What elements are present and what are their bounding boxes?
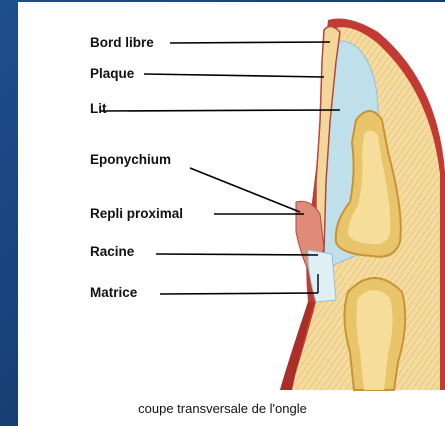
leader-plaque bbox=[144, 74, 324, 77]
leader-bord-libre bbox=[170, 42, 330, 43]
leader-racine bbox=[156, 254, 318, 255]
label-eponychium: Eponychium bbox=[90, 152, 171, 168]
label-lit: Lit bbox=[90, 101, 107, 117]
leader-lit bbox=[100, 110, 340, 111]
label-plaque: Plaque bbox=[90, 66, 134, 82]
diagram-caption: coupe transversale de l'ongle bbox=[0, 401, 445, 416]
leader-matrice bbox=[160, 293, 318, 294]
label-bord-libre: Bord libre bbox=[90, 35, 154, 51]
label-racine: Racine bbox=[90, 244, 134, 260]
label-repli-proximal: Repli proximal bbox=[90, 206, 183, 222]
leader-eponychium bbox=[190, 168, 300, 212]
nail-cross-section-illustration bbox=[18, 2, 445, 426]
diagram-card: Bord libre Plaque Lit Eponychium Repli p… bbox=[18, 2, 445, 426]
label-matrice: Matrice bbox=[90, 285, 137, 301]
